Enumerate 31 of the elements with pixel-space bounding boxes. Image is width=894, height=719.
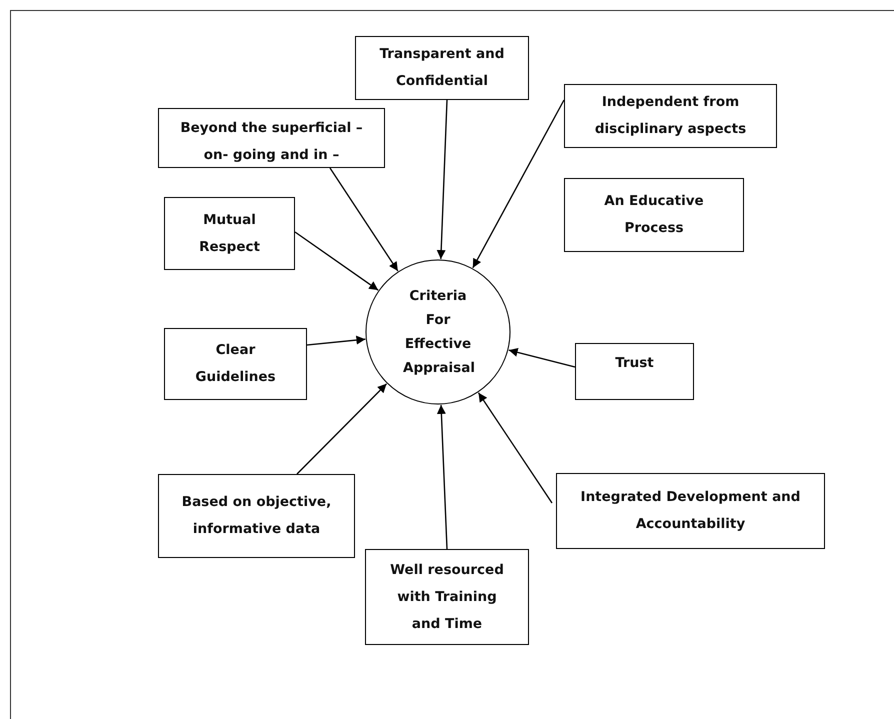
node-text: Mutual Respect	[198, 210, 261, 256]
arrow	[296, 383, 388, 474]
node-text: Independent from disciplinary aspects	[594, 93, 748, 139]
criterion-box	[564, 84, 777, 148]
criterion-box	[564, 178, 744, 252]
arrow	[306, 336, 366, 346]
node-text: Integrated Development and Accountability	[580, 488, 802, 534]
node-text: Criteria For Effective Appraisal	[403, 287, 473, 378]
node-text: Well resourced with Training and Time	[389, 560, 505, 634]
center-circle	[365, 259, 511, 405]
node-text: Beyond the superficial – on- going and in –	[179, 119, 364, 165]
arrow	[329, 168, 398, 272]
criterion-box	[158, 108, 385, 168]
arrow	[472, 100, 565, 268]
arrow	[478, 392, 553, 504]
node-text: Clear Guidelines	[194, 341, 277, 387]
criterion-box	[355, 36, 529, 100]
criterion-box	[556, 473, 825, 549]
arrow	[294, 231, 379, 291]
criterion-box	[575, 343, 694, 400]
node-text: Trust	[614, 354, 655, 373]
criterion-box	[164, 328, 307, 400]
arrow	[436, 404, 448, 550]
arrow	[508, 348, 576, 368]
criterion-box	[158, 474, 355, 558]
node-text: An Educative Process	[603, 192, 705, 238]
arrow	[436, 100, 448, 260]
node-text: Transparent and Confidential	[378, 45, 506, 91]
criterion-box	[365, 549, 529, 645]
node-text: Based on objective, informative data	[180, 493, 332, 539]
criterion-box	[164, 197, 295, 270]
